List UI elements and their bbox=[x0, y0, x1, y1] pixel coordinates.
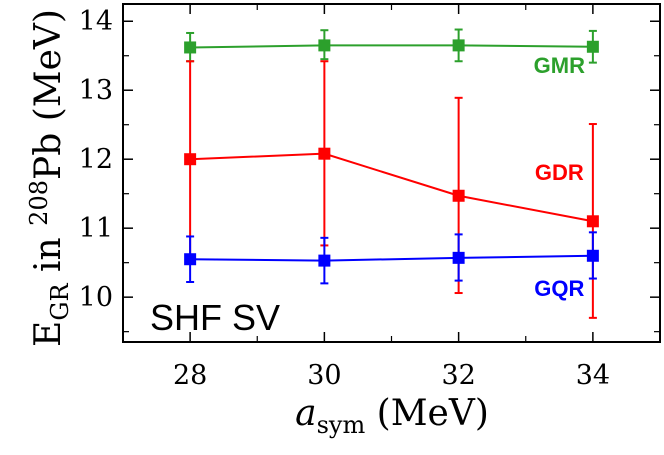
series-gqr: GQR bbox=[184, 231, 599, 301]
data-point-gdr bbox=[452, 189, 465, 202]
x-axis-title-symbol: a bbox=[295, 393, 316, 434]
x-tick-label-32: 32 bbox=[441, 360, 475, 391]
data-point-gqr bbox=[452, 251, 465, 264]
y-tick-label-12: 12 bbox=[79, 144, 113, 175]
data-point-gmr bbox=[452, 39, 465, 52]
axis-ticks bbox=[123, 4, 661, 342]
data-point-gqr bbox=[184, 253, 197, 266]
data-point-gdr bbox=[318, 147, 331, 160]
y-tick-label-14: 14 bbox=[79, 6, 113, 37]
data-point-gqr bbox=[318, 254, 331, 267]
data-point-gmr bbox=[184, 41, 197, 54]
x-axis-title: asym (MeV) bbox=[295, 393, 489, 439]
plot-marks: GMR GDR GQR bbox=[184, 28, 599, 319]
y-axis-title-unit: Pb (MeV) bbox=[28, 9, 69, 180]
y-axis-title-symbol: E bbox=[28, 321, 69, 347]
x-axis-title-subscript: sym bbox=[317, 411, 366, 439]
data-point-gmr bbox=[318, 39, 331, 52]
x-axis-title-unit: (MeV) bbox=[365, 393, 489, 434]
series-line-gmr bbox=[190, 44, 593, 49]
data-point-gdr bbox=[586, 215, 599, 228]
y-tick-label-13: 13 bbox=[79, 75, 113, 106]
tick-labels: 28 30 32 34 10 11 12 13 14 bbox=[79, 6, 610, 391]
y-tick-label-11: 11 bbox=[79, 213, 113, 244]
series-label-gqr: GQR bbox=[534, 276, 584, 301]
series-label-gdr: GDR bbox=[535, 160, 584, 185]
y-tick-label-10: 10 bbox=[79, 282, 113, 313]
x-tick-label-28: 28 bbox=[173, 360, 207, 391]
series-line-gqr bbox=[190, 254, 593, 262]
y-axis-title-subscript: GR bbox=[46, 283, 74, 321]
x-tick-label-30: 30 bbox=[307, 360, 341, 391]
series-label-gmr: GMR bbox=[534, 53, 585, 78]
y-axis-title-superscript: 208 bbox=[25, 180, 53, 226]
y-axis-title-in: in bbox=[28, 226, 69, 284]
data-point-gmr bbox=[586, 40, 599, 53]
y-axis-title: EGR in 208Pb (MeV) bbox=[25, 9, 74, 347]
series-gmr: GMR bbox=[184, 28, 599, 78]
series-gdr: GDR bbox=[184, 60, 599, 319]
data-point-gqr bbox=[586, 249, 599, 262]
model-annotation: SHF SV bbox=[150, 297, 280, 338]
x-tick-label-34: 34 bbox=[576, 360, 610, 391]
series-line-gdr bbox=[190, 152, 594, 223]
data-point-gdr bbox=[184, 153, 197, 166]
